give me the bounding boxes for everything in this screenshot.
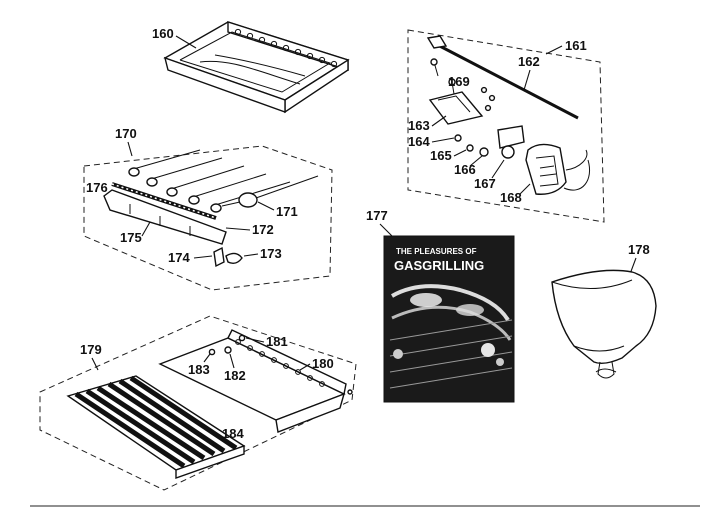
label-184: 184 (222, 426, 244, 441)
label-182: 182 (224, 368, 246, 383)
part-161-group: 161 162 169 163 164 (407, 29, 605, 223)
part-173-174-clip: 174 173 (168, 246, 282, 268)
part-164-166-hardware: 164 165 166 (408, 134, 489, 177)
part-169-screws: 169 (430, 58, 496, 112)
part-167-clip: 167 (474, 125, 525, 191)
part-170-group: 170 171 176 (83, 126, 333, 291)
label-183: 183 (188, 362, 210, 377)
part-184-grate: 184 (66, 375, 246, 479)
label-181: 181 (266, 334, 288, 349)
booklet-title-line1: THE PLEASURES OF (396, 247, 477, 256)
label-174: 174 (168, 250, 190, 265)
label-175: 175 (120, 230, 142, 245)
label-168: 168 (500, 190, 522, 205)
booklet-cover (383, 235, 515, 403)
label-173: 173 (260, 246, 282, 261)
label-177: 177 (366, 208, 388, 223)
label-178: 178 (628, 242, 650, 257)
label-169: 169 (448, 74, 470, 89)
part-179-group: 179 180 181 182 183 (39, 315, 357, 491)
valve-stems (128, 149, 291, 213)
part-181-183-hardware: 181 182 183 (188, 334, 288, 383)
label-180: 180 (312, 356, 334, 371)
label-164: 164 (408, 134, 430, 149)
part-178-bag: 178 (551, 242, 657, 379)
label-167: 167 (474, 176, 496, 191)
label-160: 160 (152, 26, 174, 41)
part-171-valve: 171 (221, 175, 319, 219)
part-163-bracket: 163 (408, 91, 484, 133)
label-161: 161 (565, 38, 587, 53)
label-170: 170 (115, 126, 137, 141)
label-165: 165 (430, 148, 452, 163)
booklet-photo (389, 284, 513, 389)
part-177-booklet: 177 THE PLEASURES OF GASGRILLING (366, 208, 515, 403)
shelf-holes (235, 339, 325, 387)
label-179: 179 (80, 342, 102, 357)
label-172: 172 (252, 222, 274, 237)
label-162: 162 (518, 54, 540, 69)
booklet-title-line2: GASGRILLING (394, 258, 484, 273)
part-160-panel: 160 (152, 21, 350, 114)
panel-holes (234, 28, 338, 68)
part-162-rod: 162 (426, 35, 579, 120)
part-175-bracket: 175 (103, 189, 227, 245)
part-176-manifold: 176 (86, 180, 217, 220)
label-176: 176 (86, 180, 108, 195)
label-171: 171 (276, 204, 298, 219)
label-163: 163 (408, 118, 430, 133)
part-168-motor: 168 (500, 143, 590, 205)
